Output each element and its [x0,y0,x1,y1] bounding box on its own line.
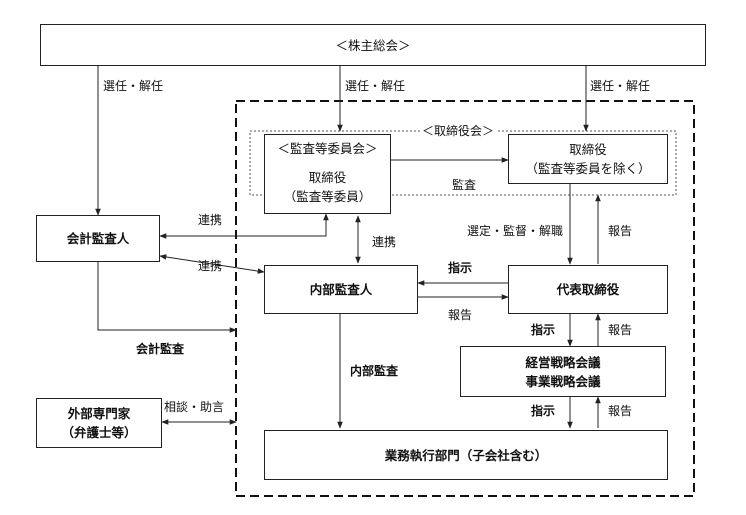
select-supervise-label: 選定・監督・解職 [467,224,564,238]
accounting-auditor-box: 会計監査人 [36,215,160,262]
business-departments-box: 業務執行部門（子会社含む） [264,430,668,480]
board-title-label: ＜取締役会＞ [420,124,497,138]
strategy-meeting-label-2: 事業戦略会議 [525,373,601,389]
directors-box: 取締役 （監査等委員を除く） [508,134,668,184]
report-internal-label: 報告 [448,308,473,322]
external-experts-label-2: （弁護士等） [61,425,137,440]
audit-committee-paren: （監査等委員） [283,189,372,204]
report-board-label: 報告 [608,224,633,238]
company-boundary [235,100,695,497]
accounting-audit-label: 会計監査 [136,342,185,356]
consultation-label: 相談・助言 [164,400,225,414]
elect-center-label: 選任・解任 [345,79,406,93]
strategy-meeting-label-1: 経営戦略会議 [525,354,601,370]
report-strategy-label: 報告 [608,323,633,337]
accounting-auditor-label: 会計監査人 [66,231,130,246]
liaison-bottom-label: 連携 [198,259,223,273]
audit-committee-title: ＜監査等委員会＞ [277,141,378,156]
business-departments-label: 業務執行部門（子会社含む） [384,447,548,463]
instruction-strategy-label: 指示 [531,323,556,337]
shareholders-meeting-box: ＜株主総会＞ [40,24,706,66]
internal-auditor-box: 内部監査人 [264,265,418,314]
audit-committee-body: 取締役 [308,170,347,185]
audit-label: 監査 [452,178,477,192]
instruction-internal-label: 指示 [448,261,473,275]
instruction-business-label: 指示 [531,404,556,418]
internal-auditor-label: 内部監査人 [309,282,373,297]
liaison-bottom-arrow [159,254,265,274]
internal-audit-label: 内部監査 [350,364,399,378]
directors-paren: （監査等委員を除く） [525,161,651,176]
report-business-label: 報告 [608,404,633,418]
elect-right-label: 選任・解任 [590,79,651,93]
liaison-middle-label: 連携 [372,235,397,249]
audit-committee-box: ＜監査等委員会＞ 取締役 （監査等委員） [264,134,391,214]
accounting-audit-arrow [97,262,237,333]
shareholders-meeting-label: ＜株主総会＞ [335,37,411,53]
representative-director-box: 代表取締役 [508,265,668,314]
liaison-top-label: 連携 [198,213,223,227]
representative-director-label: 代表取締役 [556,282,620,297]
liaison-top-arrow [159,213,329,239]
external-experts-label-1: 外部専門家 [67,406,131,421]
strategy-meetings-box: 経営戦略会議 事業戦略会議 [460,346,666,397]
directors-label: 取締役 [569,142,607,157]
elect-left-label: 選任・解任 [103,79,164,93]
external-experts-box: 外部専門家 （弁護士等） [36,398,162,448]
